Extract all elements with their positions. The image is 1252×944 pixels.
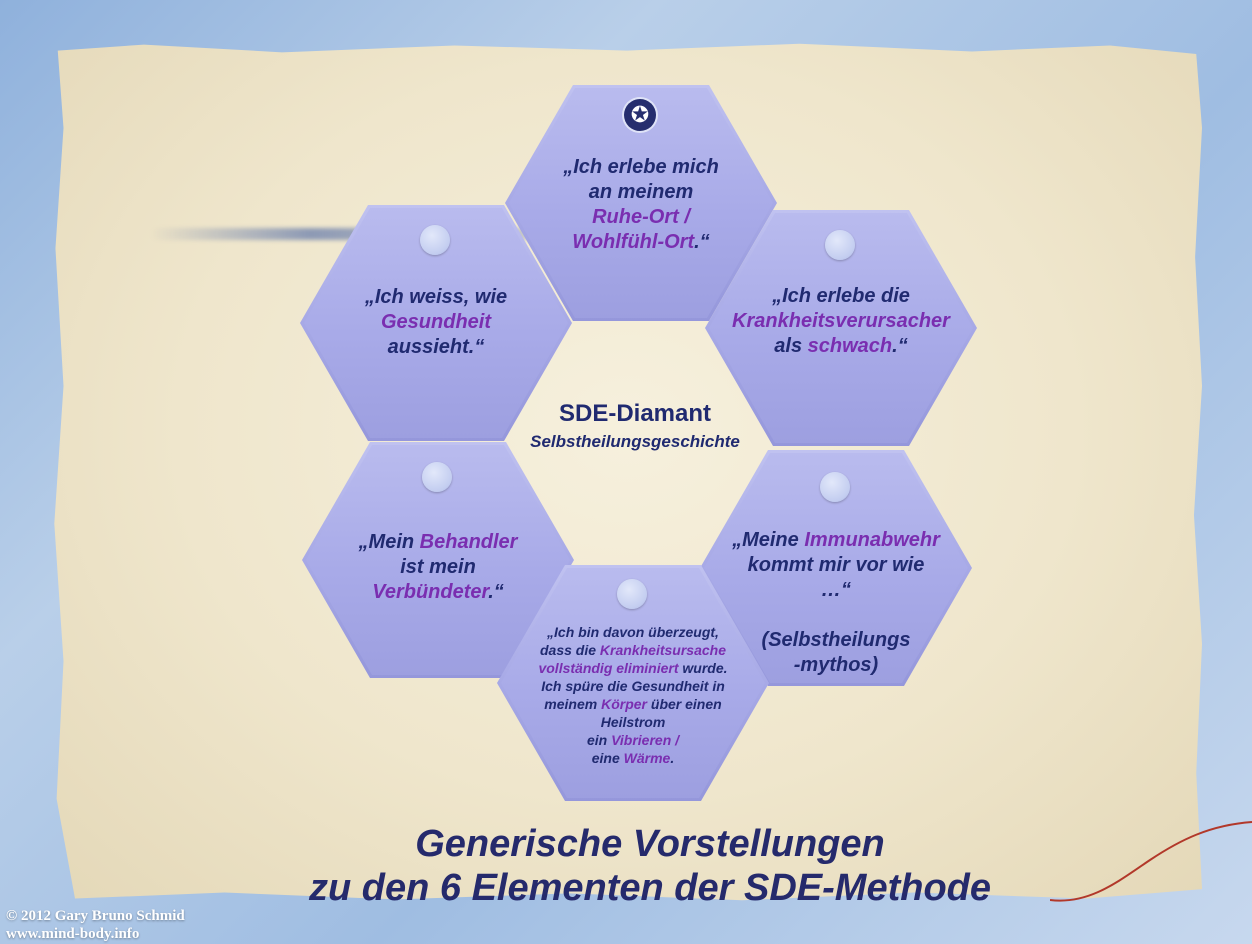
circle-icon <box>422 462 452 492</box>
hexagon-bottom-text: „Ich bin davon überzeugt, dass die Krank… <box>538 624 728 766</box>
hexagon-lower-left: „Mein Behandler ist mein Verbündeter.“ <box>302 442 574 678</box>
page-title-line-1: Generische Vorstellungen <box>415 823 885 865</box>
star-icon: ✪ <box>624 99 656 131</box>
page-title-line-2: zu den 6 Elementen der SDE-Methode <box>309 867 991 909</box>
diagram-center-subtitle: Selbstheilungsgeschichte <box>530 432 740 451</box>
circle-icon <box>820 472 850 502</box>
copyright-text: © 2012 Gary Bruno Schmid <box>6 908 185 924</box>
hexagon-lower-left-text: „Mein Behandler ist mein Verbündeter.“ <box>358 531 518 603</box>
diagram-center-title: SDE-Diamant <box>558 400 712 427</box>
red-thread-decoration <box>1050 821 1252 902</box>
circle-icon <box>420 225 450 255</box>
hexagon-lower-right-text: „Meine Immunabwehr kommt mir vor wie …“ … <box>732 529 940 676</box>
hexagon-upper-right-text: „Ich erlebe die Krankheitsverursacher al… <box>732 285 950 357</box>
circle-icon <box>617 579 647 609</box>
website-url: www.mind-body.info <box>6 926 140 942</box>
circle-icon <box>825 230 855 260</box>
hexagon-top-text: „Ich erlebe mich an meinem Ruhe-Ort / Wo… <box>563 156 719 253</box>
copyright-notice: © 2012 Gary Bruno Schmid www.mind-body.i… <box>6 907 185 943</box>
hexagon-upper-left-text: „Ich weiss, wie Gesundheit aussieht.“ <box>364 286 508 358</box>
